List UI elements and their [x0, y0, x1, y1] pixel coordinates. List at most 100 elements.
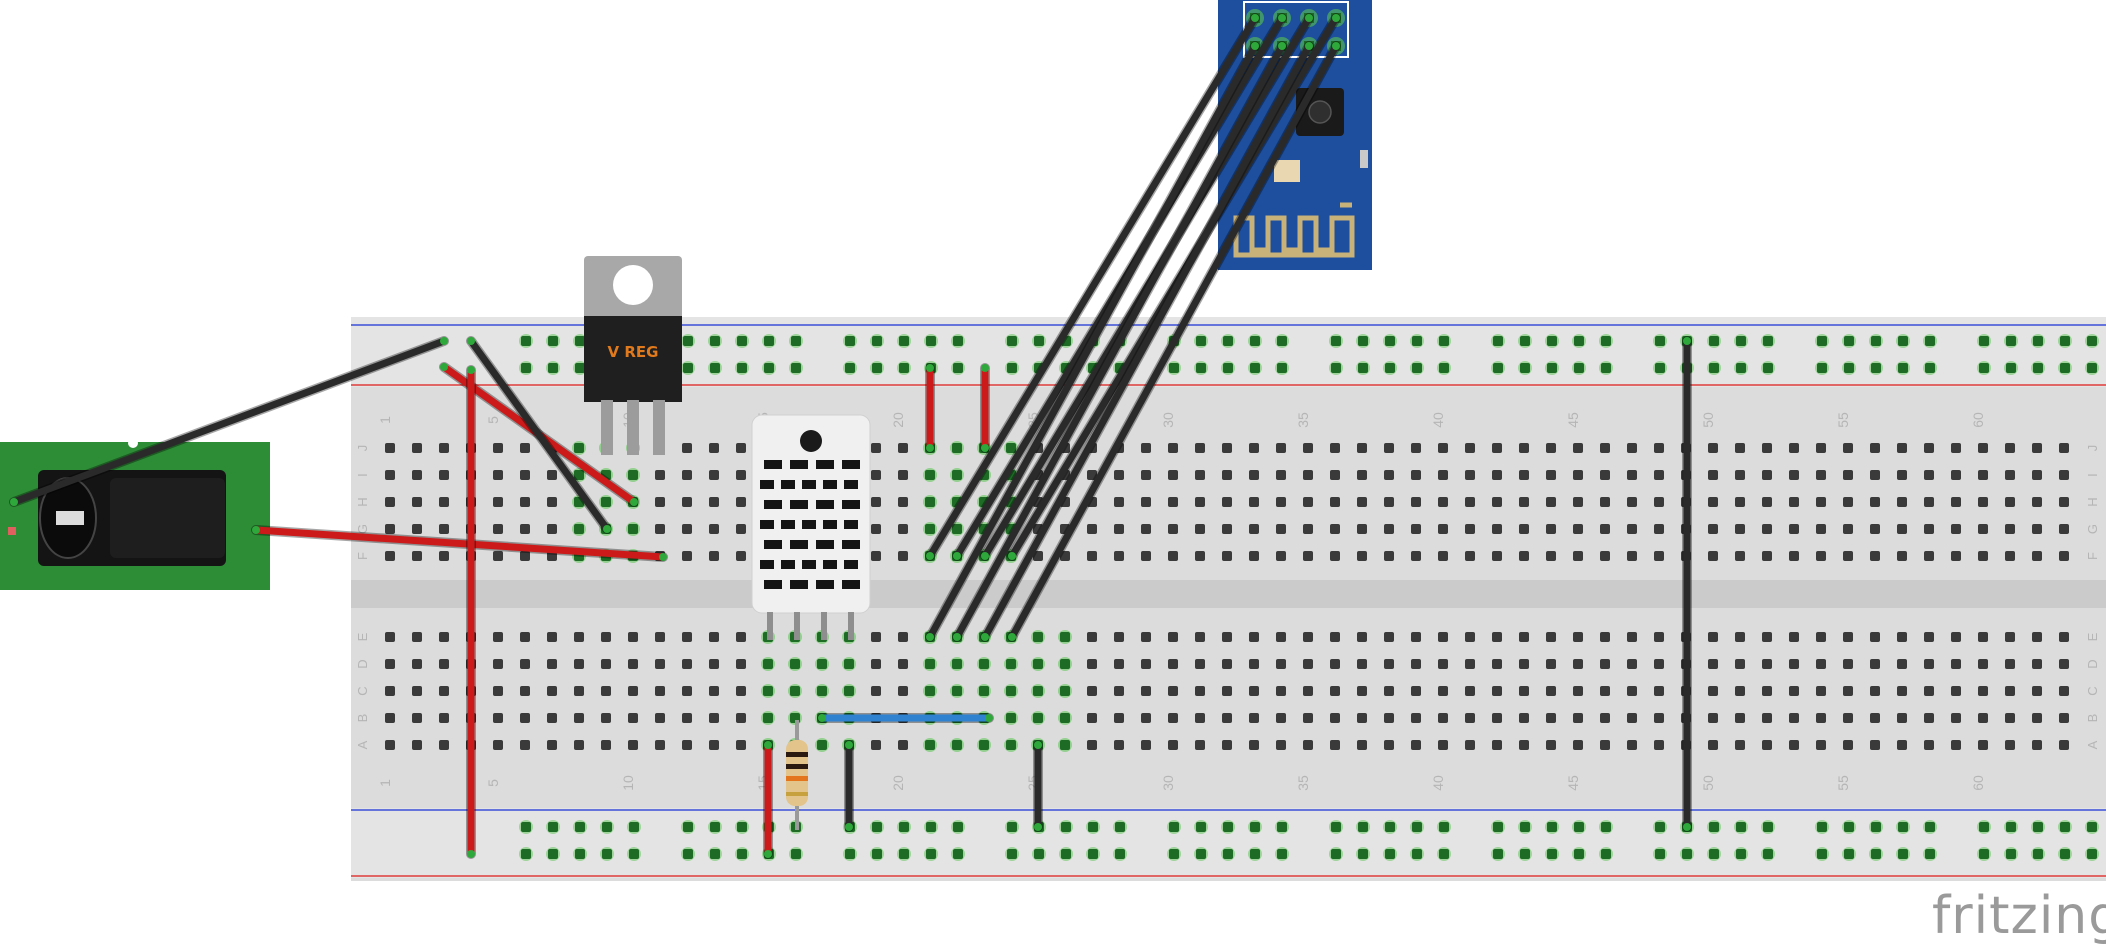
column-number-top: 30	[1160, 412, 1176, 428]
breadboard-hole	[1789, 497, 1799, 507]
dht-vent-slot	[781, 560, 795, 569]
dht-pin	[848, 612, 854, 640]
dht-vent-slot	[790, 580, 808, 589]
breadboard-hole	[412, 659, 422, 669]
regulator-body	[584, 316, 682, 402]
rail-hole	[2060, 849, 2070, 859]
breadboard-hole	[385, 497, 395, 507]
row-letter: H	[2085, 497, 2100, 506]
rail-hole	[1412, 849, 1422, 859]
breadboard-hole	[709, 686, 719, 696]
rail-hole	[872, 363, 882, 373]
rail-hole	[1979, 336, 1989, 346]
dht-vent-slot	[760, 560, 774, 569]
breadboard-hole	[1627, 686, 1637, 696]
breadboard-hole	[2005, 632, 2015, 642]
rail-hole	[1493, 363, 1503, 373]
breadboard-hole	[979, 686, 989, 696]
breadboard-hole	[1816, 659, 1826, 669]
breadboard-hole	[493, 686, 503, 696]
breadboard-hole	[763, 713, 773, 723]
breadboard-hole	[2032, 524, 2042, 534]
rail-hole	[1601, 336, 1611, 346]
breadboard-hole	[1816, 470, 1826, 480]
breadboard-hole	[1033, 686, 1043, 696]
breadboard-hole	[1006, 740, 1016, 750]
breadboard-hole	[1519, 659, 1529, 669]
breadboard-hole	[1600, 497, 1610, 507]
breadboard-hole	[1465, 659, 1475, 669]
breadboard-hole	[1924, 551, 1934, 561]
breadboard-hole	[1357, 497, 1367, 507]
dht-vent-slot	[844, 480, 858, 489]
rail-hole	[1331, 336, 1341, 346]
breadboard-hole	[763, 686, 773, 696]
rail-hole	[1358, 849, 1368, 859]
breadboard-hole	[1357, 740, 1367, 750]
breadboard-hole	[1519, 713, 1529, 723]
rail-hole	[1385, 336, 1395, 346]
rail-hole	[1223, 363, 1233, 373]
breadboard-hole	[709, 632, 719, 642]
rail-hole	[1547, 363, 1557, 373]
breadboard-hole	[1654, 632, 1664, 642]
fritzing-logo: fritzing	[1932, 886, 2106, 946]
breadboard-hole	[898, 470, 908, 480]
row-letter: J	[355, 445, 370, 452]
breadboard-hole	[1384, 524, 1394, 534]
column-number-top: 40	[1430, 412, 1446, 428]
breadboard-hole	[1870, 524, 1880, 534]
rail-hole	[2006, 849, 2016, 859]
breadboard-hole	[412, 632, 422, 642]
breadboard-hole	[952, 524, 962, 534]
breadboard-hole	[1708, 659, 1718, 669]
rail-hole	[1898, 363, 1908, 373]
breadboard-hole	[1546, 443, 1556, 453]
breadboard-hole	[736, 632, 746, 642]
breadboard-hole	[1519, 632, 1529, 642]
breadboard-hole	[1249, 524, 1259, 534]
breadboard-hole	[1708, 740, 1718, 750]
red-wire-jack-vin	[252, 526, 667, 561]
black-wire-long-gnd-end	[1683, 823, 1691, 831]
breadboard-hole	[1654, 497, 1664, 507]
breadboard-hole	[925, 686, 935, 696]
dht-vent-slot	[760, 480, 774, 489]
breadboard-hole	[493, 497, 503, 507]
rail-hole	[737, 849, 747, 859]
rail-hole	[1169, 822, 1179, 832]
rail-hole	[1196, 822, 1206, 832]
breadboard-hole	[844, 686, 854, 696]
breadboard-hole	[1573, 632, 1583, 642]
breadboard-hole	[1033, 659, 1043, 669]
regulator-leg	[627, 400, 639, 455]
breadboard-hole	[1708, 497, 1718, 507]
breadboard-hole	[1897, 740, 1907, 750]
breadboard-hole	[1492, 551, 1502, 561]
breadboard-hole	[1897, 659, 1907, 669]
breadboard-hole	[1573, 686, 1583, 696]
breadboard-hole	[1951, 443, 1961, 453]
rail-hole	[1871, 822, 1881, 832]
black-wire-rail-to-regulator	[467, 337, 611, 533]
breadboard-hole	[925, 740, 935, 750]
breadboard-hole	[1546, 686, 1556, 696]
breadboard-hole	[736, 551, 746, 561]
breadboard-hole	[1195, 470, 1205, 480]
breadboard-hole	[1951, 686, 1961, 696]
breadboard-hole	[1465, 470, 1475, 480]
breadboard-hole	[1762, 713, 1772, 723]
breadboard-hole	[1870, 470, 1880, 480]
breadboard-hole	[2005, 659, 2015, 669]
breadboard-hole	[790, 686, 800, 696]
rail-hole	[1709, 336, 1719, 346]
rail-hole	[548, 363, 558, 373]
breadboard-hole	[1627, 497, 1637, 507]
breadboard-hole	[520, 470, 530, 480]
breadboard-hole	[1519, 740, 1529, 750]
breadboard-hole	[2059, 551, 2069, 561]
breadboard-hole	[1627, 443, 1637, 453]
breadboard-hole	[1276, 470, 1286, 480]
breadboard-hole	[1006, 713, 1016, 723]
